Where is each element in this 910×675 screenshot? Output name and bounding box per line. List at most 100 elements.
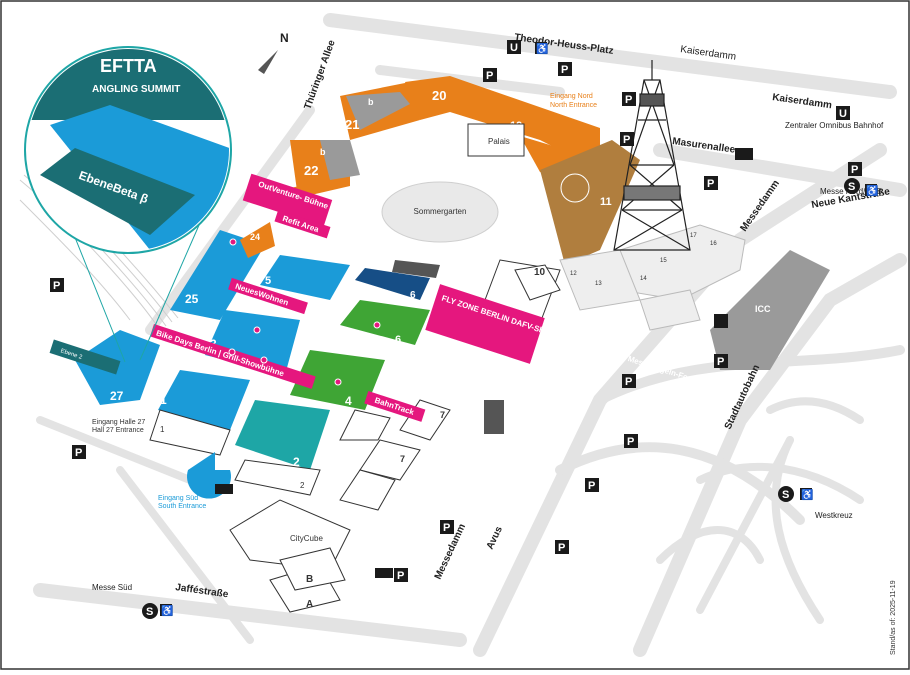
refit-area-box[interactable]	[274, 209, 331, 239]
hall-6-label: 6	[395, 334, 401, 346]
palais-building[interactable]	[467, 123, 525, 157]
hall-24[interactable]	[240, 222, 275, 258]
road-network	[33, 13, 907, 657]
parking-icon-14	[50, 278, 64, 292]
hall-25[interactable]	[170, 230, 265, 320]
citycube-b-label: B	[306, 574, 313, 585]
hall-13-label: 13	[595, 281, 602, 287]
hall-7b-label: 7	[400, 454, 405, 464]
marshall-haus	[484, 400, 504, 434]
entrance-hall27-de: Eingang Halle 27	[92, 419, 145, 426]
parking-icon-11	[440, 520, 454, 534]
marker-dots	[228, 238, 381, 386]
parking-icon-5-text: P	[707, 178, 714, 190]
hall-2[interactable]	[235, 400, 330, 470]
hall-2-label: 2	[293, 455, 300, 469]
parking-icon-13	[72, 445, 86, 459]
hall-7-label: 7	[440, 410, 445, 420]
parking-icon-9	[585, 478, 599, 492]
bus-icon	[735, 148, 753, 160]
sommergarten-area[interactable]	[381, 181, 499, 243]
hall-24-label: 24	[250, 232, 260, 242]
icc-label: ICC	[755, 304, 771, 314]
hall-12-label: 12	[570, 271, 577, 277]
hall-17-label: 17	[690, 233, 697, 239]
hall-5-label: 5	[265, 275, 271, 287]
s-bahn-icon-3-text: S	[146, 606, 153, 618]
u-bahn-icon	[507, 40, 521, 54]
sommergarten-label: Sommergarten	[414, 207, 467, 216]
parking-icon-9-text: P	[588, 480, 595, 492]
hall-11-rotunda	[560, 173, 590, 203]
s-bahn-icon-3	[142, 603, 158, 619]
parking-icon-3-text: P	[625, 94, 632, 106]
hall-11[interactable]	[540, 140, 640, 265]
accessible-icon-3-text: ♿	[161, 604, 173, 617]
ebene2-box	[49, 339, 121, 375]
accessible-icon-3	[160, 604, 172, 616]
entrance-south-de: Eingang Süd	[158, 495, 198, 502]
parking-icon-6-text: P	[851, 164, 858, 176]
outventure-box[interactable]	[242, 173, 333, 227]
u-bahn-icon-text: U	[510, 42, 518, 54]
hall-6b[interactable]	[355, 268, 430, 300]
hall-21b-label: b	[368, 97, 374, 107]
entrance-north-en: North Entrance	[550, 102, 597, 109]
hall-21-label: 21	[345, 117, 359, 132]
accessible-icon-4-text: ♿	[536, 42, 548, 55]
palais-label: Palais	[488, 137, 510, 146]
station-westkreuz: Westkreuz	[815, 511, 853, 520]
citycube-a-label: A	[306, 599, 313, 610]
parking-icon-1	[483, 68, 497, 82]
bike-days-box[interactable]	[149, 324, 316, 389]
parking-icon-7	[622, 374, 636, 388]
parking-icon-8-text: P	[627, 436, 634, 448]
accessible-icon-4	[535, 42, 547, 54]
hall-15-label: 15	[660, 258, 667, 264]
parking-icon-10-text: P	[558, 542, 565, 554]
north-label: N	[280, 31, 289, 45]
hall-22b-label: b	[320, 147, 326, 157]
parking-icon-4-text: P	[623, 134, 630, 146]
entrance-north-de: Eingang Nord	[550, 93, 593, 100]
accessible-icon-1	[865, 184, 877, 196]
sommergarten-building	[392, 260, 440, 278]
icc-building[interactable]	[710, 250, 830, 370]
taxi-icon-3	[375, 568, 393, 578]
entrance-hall27-en: Hall 27 Entrance	[92, 427, 144, 434]
efta-logo-text: EFTTA	[100, 56, 157, 76]
u-bahn-icon-2	[836, 106, 850, 120]
s-bahn-icon-text: S	[848, 181, 855, 193]
hall-14-label: 14	[640, 276, 647, 282]
parking-icon-2	[558, 62, 572, 76]
parking-icon-8	[624, 434, 638, 448]
parking-icon-11-text: P	[443, 522, 450, 534]
hall-6[interactable]	[340, 300, 430, 345]
parking-icon-15-text: P	[717, 356, 724, 368]
hall-5[interactable]	[260, 255, 350, 300]
parking-icon-4	[620, 132, 634, 146]
stand-date-label: Stand/as of: 2025-11-19	[890, 580, 897, 655]
north-arrow-icon	[258, 50, 278, 74]
citycube-label: CityCube	[290, 534, 323, 543]
accessible-icon-2	[800, 488, 812, 500]
bahntrack-box[interactable]	[364, 391, 426, 422]
entrance-south-en: South Entrance	[158, 503, 206, 510]
neuheiten-box[interactable]	[228, 277, 308, 315]
hall-27-label: 27	[110, 389, 124, 403]
accessible-icon-2-text: ♿	[801, 488, 813, 501]
hall-10-label: 10	[534, 267, 546, 278]
fly-zone-box[interactable]	[425, 284, 545, 364]
hall-16-label: 16	[710, 241, 717, 247]
hall-1[interactable]	[158, 370, 250, 430]
angling-summit-text: ANGLING SUMMIT	[92, 84, 180, 95]
parking-icon-15	[714, 354, 728, 368]
parking-icon-5	[704, 176, 718, 190]
station-zob: Zentraler Omnibus Bahnhof	[785, 121, 884, 130]
parking-icon-3	[622, 92, 636, 106]
transport-symbols: U U S S S P P P P P P P P P P P P P P	[50, 40, 878, 619]
parking-icon-14-text: P	[53, 280, 60, 292]
hall-1-label: 1	[160, 393, 167, 407]
funkturm-tower	[613, 60, 691, 251]
